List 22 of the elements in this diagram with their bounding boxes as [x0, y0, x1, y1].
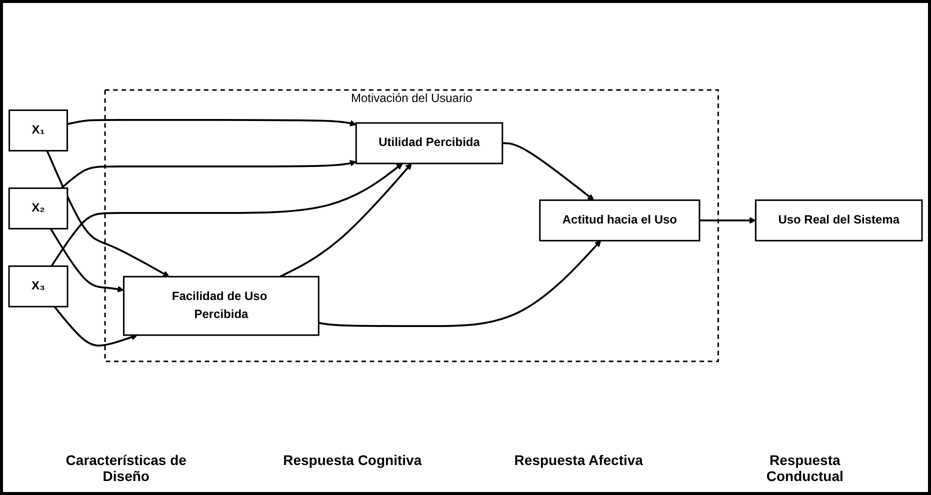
- arrow: [318, 240, 602, 327]
- arrow: [54, 306, 138, 346]
- arrow: [50, 228, 124, 292]
- node-box: [8, 187, 68, 230]
- node-box: [8, 109, 68, 152]
- arrow: [67, 118, 356, 126]
- arrow: [50, 162, 403, 266]
- cluster: [104, 89, 719, 362]
- arrow: [502, 142, 594, 200]
- arrow: [280, 162, 412, 278]
- arrow: [60, 160, 356, 189]
- arrow: [46, 150, 170, 277]
- node-box: [123, 276, 320, 336]
- stage-label: Respuesta Cognitiva: [282, 452, 422, 470]
- node-box: [754, 199, 923, 242]
- node-box: [8, 265, 68, 308]
- node-box: [539, 199, 700, 242]
- stage-label: Respuesta Conductual: [765, 452, 844, 484]
- node-box: [355, 122, 504, 164]
- stage-label: Características de Diseño: [64, 452, 188, 484]
- stage-label: Respuesta Afectiva: [513, 452, 644, 470]
- arrow: [699, 216, 756, 224]
